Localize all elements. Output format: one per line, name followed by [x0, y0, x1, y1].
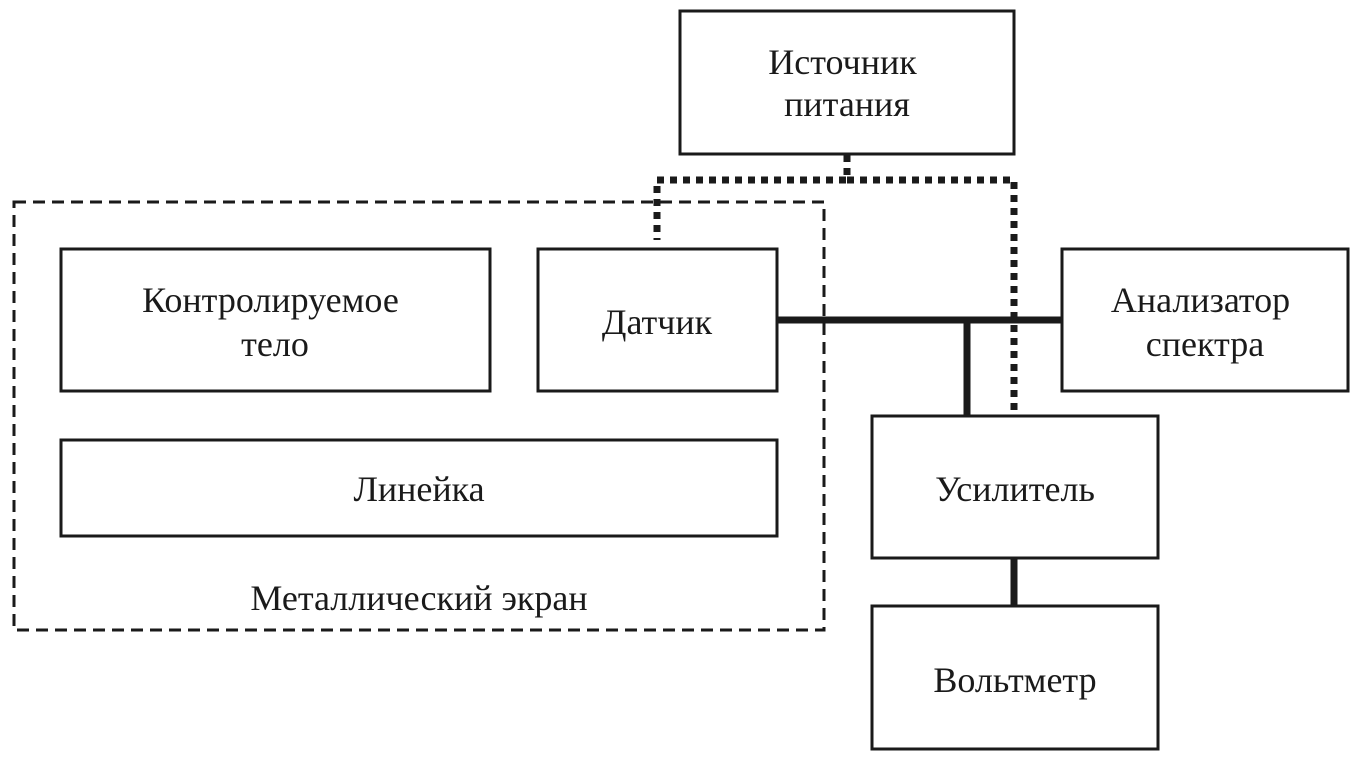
sensor-label: Датчик [602, 302, 713, 342]
svg-text:Источник питания: Источник питания [768, 42, 925, 124]
amplifier-label: Усилитель [935, 469, 1095, 509]
voltmeter-block: Вольтметр [870, 604, 1160, 751]
spectrum-analyzer-label-line2: спектра [1146, 324, 1264, 364]
power-source-block: Источник питания [678, 9, 1016, 156]
metallic-screen-label: Металлический экран [250, 578, 587, 618]
ruler-block: Линейка [59, 438, 779, 538]
sensor-block: Датчик [536, 247, 779, 393]
controlled-body-label-line2: тело [241, 324, 309, 364]
controlled-body-label-line1: Контролируемое [142, 280, 399, 320]
power-line-to-sensor [653, 155, 851, 240]
power-source-label-line1: Источник [768, 42, 917, 82]
amplifier-block: Усилитель [870, 414, 1160, 560]
svg-text:Анализатор спектра: Анализатор спектра [1111, 280, 1299, 364]
power-source-label-line2: питания [784, 84, 910, 124]
spectrum-analyzer-label-line1: Анализатор [1111, 280, 1290, 320]
svg-text:Контролируемое тело: Контролируемое тело [142, 280, 408, 364]
power-line-to-amplifier [847, 176, 1018, 414]
controlled-body-block: Контролируемое тело [59, 247, 492, 393]
voltmeter-label: Вольтметр [933, 660, 1096, 700]
ruler-label: Линейка [353, 469, 484, 509]
spectrum-analyzer-block: Анализатор спектра [1060, 247, 1350, 393]
metallic-screen-boundary [12, 200, 826, 632]
